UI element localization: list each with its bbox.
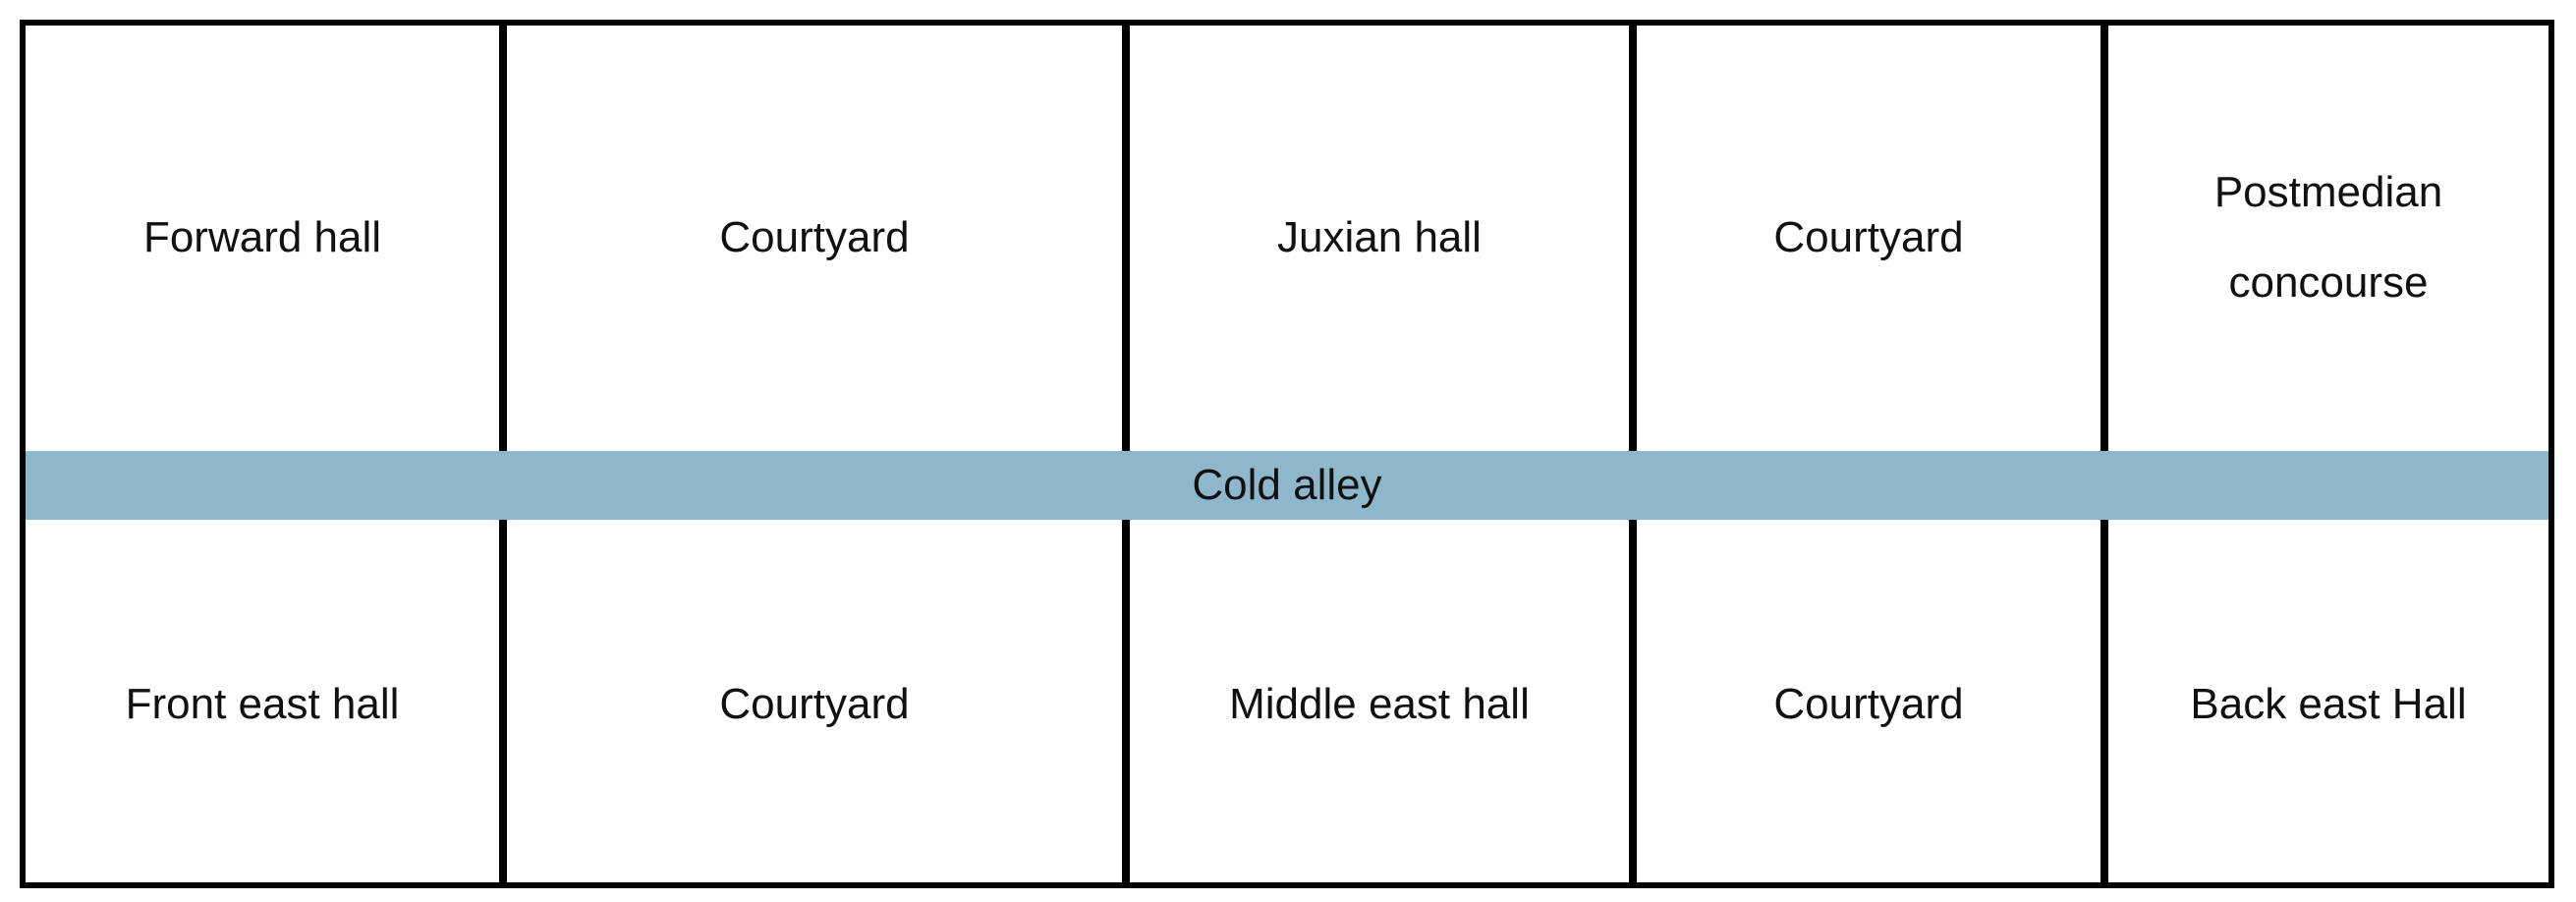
room-middle-east-hall: Middle east hall (1130, 521, 1629, 888)
room-label: Courtyard (1773, 213, 1964, 261)
room-label: Courtyard (719, 680, 910, 728)
room-label: Juxian hall (1277, 213, 1482, 261)
room-back-east-hall: Back east Hall (2108, 521, 2548, 888)
alley-label: Cold alley (1192, 461, 1382, 509)
room-courtyard-1: Courtyard (507, 26, 1122, 450)
cold-alley: Cold alley (26, 451, 2548, 520)
room-label: Front east hall (125, 680, 400, 728)
room-label: Postmedian concourse (2213, 168, 2443, 307)
room-postmedian-concourse: Postmedian concourse (2108, 26, 2548, 450)
room-label: Middle east hall (1229, 680, 1530, 728)
room-front-east-hall: Front east hall (26, 521, 499, 888)
room-label: Courtyard (719, 213, 910, 261)
room-label: Back east Hall (2190, 680, 2467, 728)
floor-plan: Forward hall Courtyard Juxian hall Court… (20, 20, 2554, 888)
room-courtyard-2: Courtyard (1637, 26, 2100, 450)
room-courtyard-3: Courtyard (507, 521, 1122, 888)
room-label: Forward hall (142, 213, 382, 261)
room-courtyard-4: Courtyard (1637, 521, 2100, 888)
room-label: Courtyard (1773, 680, 1964, 728)
room-juxian-hall: Juxian hall (1130, 26, 1629, 450)
room-forward-hall: Forward hall (26, 26, 499, 450)
